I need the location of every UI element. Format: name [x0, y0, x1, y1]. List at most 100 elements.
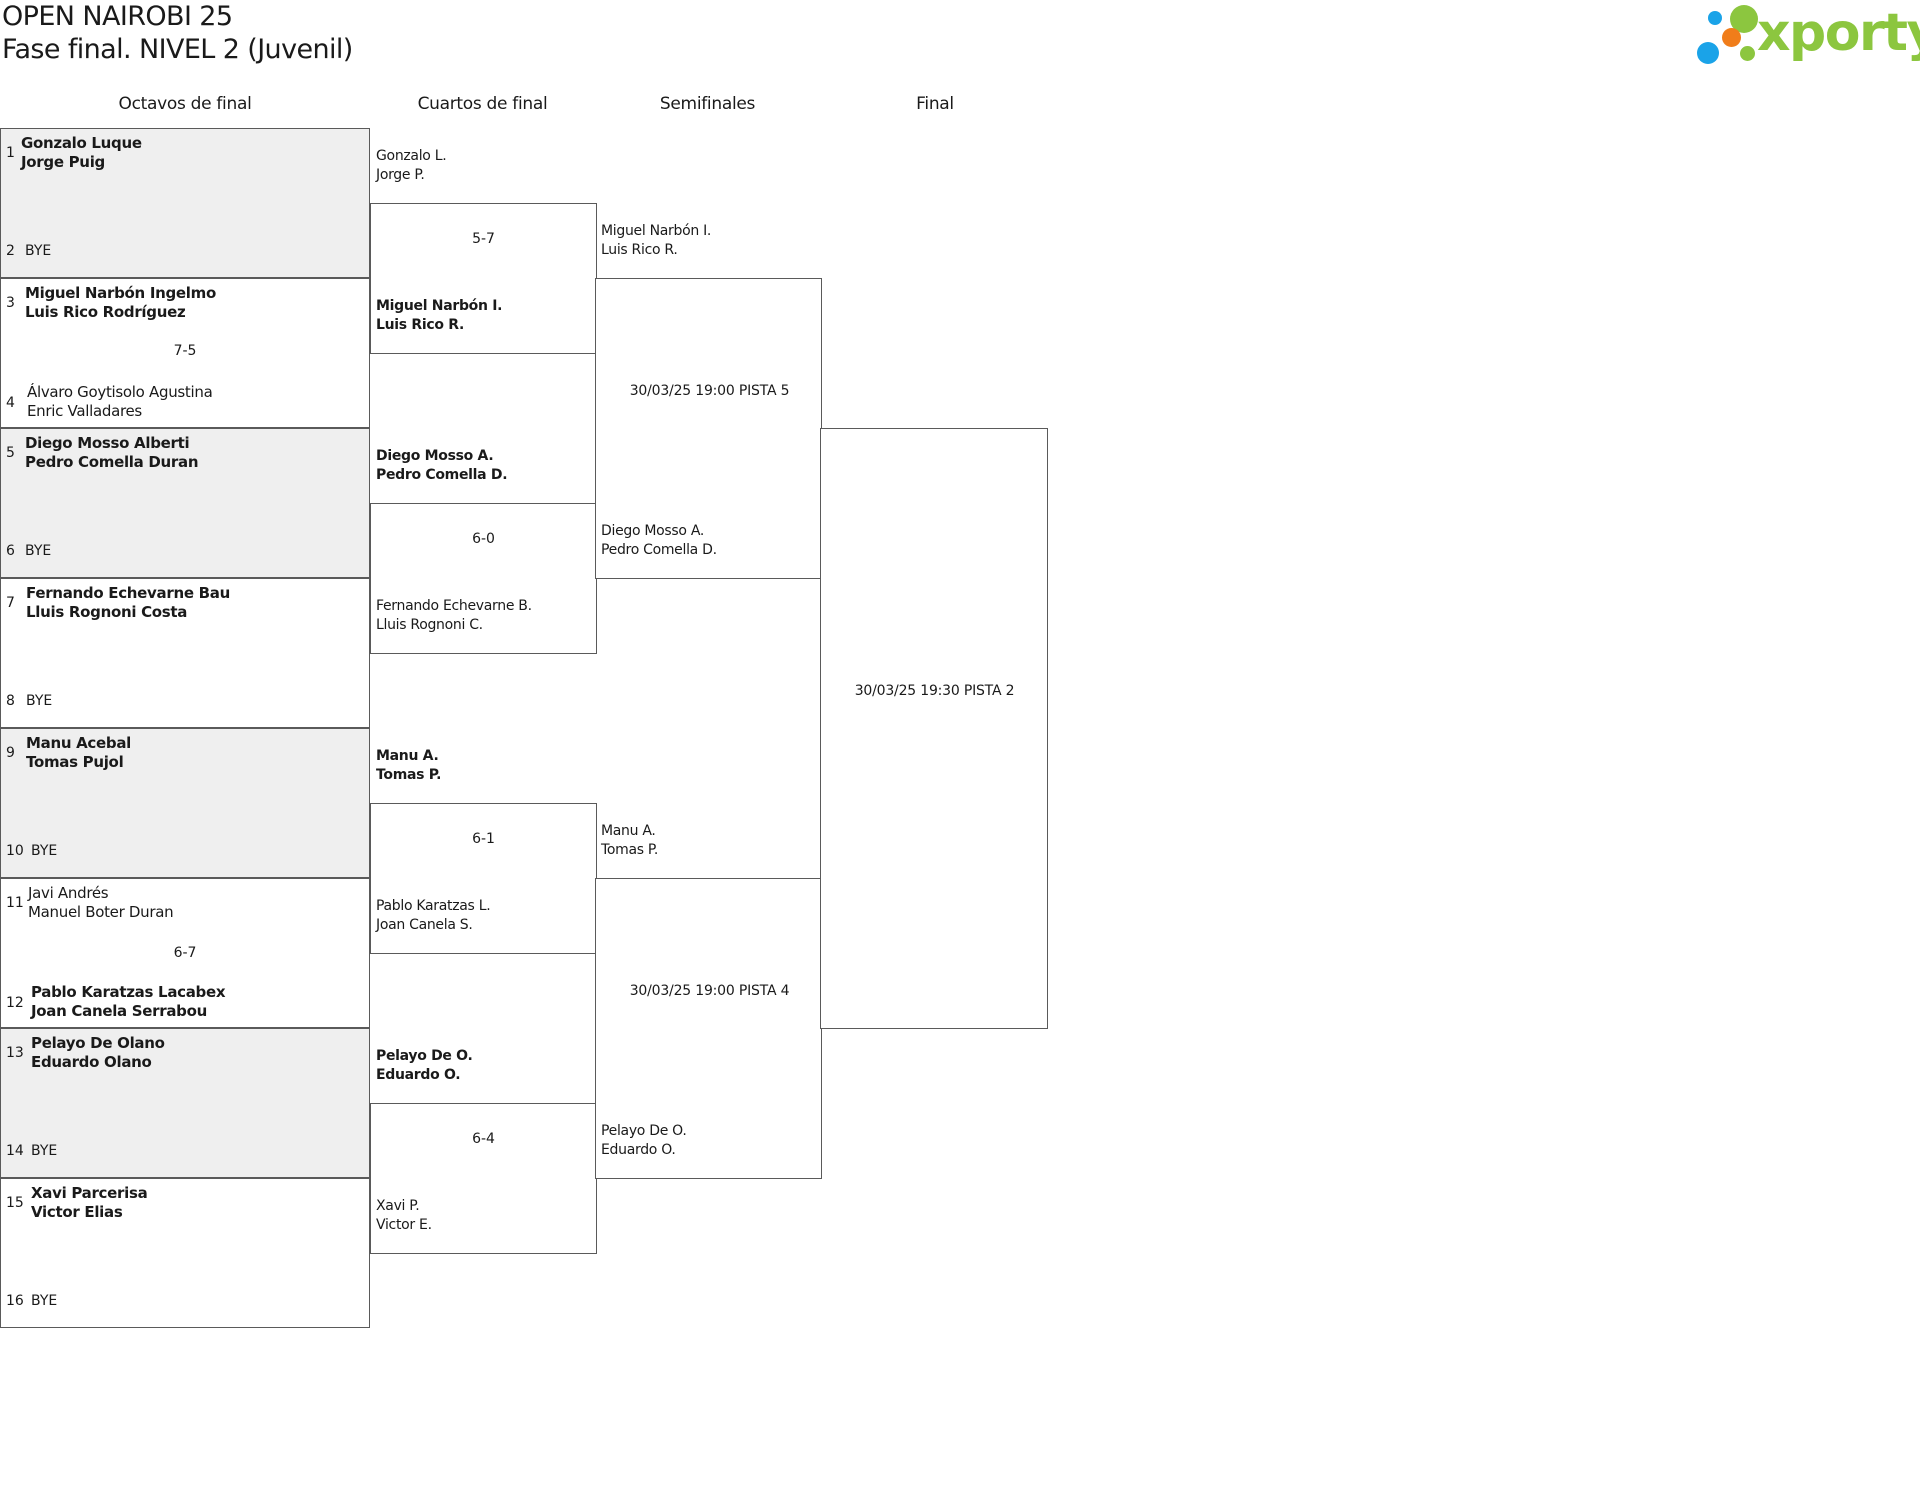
bye-label: BYE	[25, 543, 52, 559]
seed-number: 11	[6, 895, 24, 911]
seed-number: 15	[6, 1195, 24, 1211]
qf-connector-1: 5-7	[370, 203, 597, 354]
qf-4-bottom-pair: Xavi P. Victor E.	[376, 1197, 432, 1235]
seed-number: 5	[6, 445, 15, 461]
player-name: Victor E.	[376, 1217, 432, 1233]
pair-top: Xavi Parcerisa Victor Elias	[31, 1184, 148, 1222]
player-name: Javi Andrés	[28, 884, 109, 902]
match-score: 6-1	[472, 831, 495, 847]
r16-match-1: 1 Gonzalo Luque Jorge Puig 2 BYE	[0, 128, 370, 278]
pair-top: Miguel Narbón Ingelmo Luis Rico Rodrígue…	[25, 284, 216, 322]
player-name: Miguel Narbón Ingelmo	[25, 284, 216, 302]
qf-connector-3: 6-1	[370, 803, 597, 954]
player-name: Pedro Comella D.	[601, 542, 717, 558]
qf-1-top-pair: Gonzalo L. Jorge P.	[376, 147, 447, 185]
round-header-sf: Semifinales	[659, 94, 756, 114]
final-schedule: 30/03/25 19:30 PISTA 2	[854, 683, 1015, 699]
r16-match-2: 3 Miguel Narbón Ingelmo Luis Rico Rodríg…	[0, 278, 370, 428]
seed-number: 16	[6, 1293, 24, 1309]
player-name: Pedro Comella Duran	[25, 453, 199, 471]
player-name: Diego Mosso A.	[376, 448, 494, 464]
player-name: Tomas P.	[601, 842, 659, 858]
player-name: Jorge P.	[376, 167, 425, 183]
player-name: Manu Acebal	[26, 734, 132, 752]
qf-3-bottom-pair: Pablo Karatzas L. Joan Canela S.	[376, 897, 491, 935]
bye-label: BYE	[31, 843, 58, 859]
r16-match-8: 15 Xavi Parcerisa Victor Elias 16 BYE	[0, 1178, 370, 1328]
seed-number: 2	[6, 243, 15, 259]
player-name: Eduardo Olano	[31, 1053, 152, 1071]
player-name: Xavi P.	[376, 1198, 420, 1214]
bye-label: BYE	[25, 243, 52, 259]
qf-4-top-pair: Pelayo De O. Eduardo O.	[376, 1047, 473, 1085]
r16-match-5: 9 Manu Acebal Tomas Pujol 10 BYE	[0, 728, 370, 878]
sf-2-top-pair: Manu A. Tomas P.	[601, 822, 658, 860]
qf-2-top-pair: Diego Mosso A. Pedro Comella D.	[376, 447, 508, 485]
player-name: Tomas P.	[376, 767, 442, 783]
player-name: Enric Valladares	[27, 402, 142, 420]
pair-bottom: Álvaro Goytisolo Agustina Enric Valladar…	[27, 383, 213, 421]
tournament-title: OPEN NAIROBI 25	[2, 1, 233, 32]
player-name: Gonzalo L.	[376, 148, 447, 164]
xporty-logo: xporty	[1695, 0, 1920, 70]
r16-match-4: 7 Fernando Echevarne Bau Lluis Rognoni C…	[0, 578, 370, 728]
round-header-final: Final	[916, 94, 954, 114]
player-name: Fernando Echevarne Bau	[26, 584, 230, 602]
player-name: Pedro Comella D.	[376, 467, 508, 483]
player-name: Miguel Narbón I.	[376, 298, 503, 314]
round-header-r16: Octavos de final	[118, 94, 252, 114]
match-score: 6-4	[472, 1131, 495, 1147]
sf-2-bottom-pair: Pelayo De O. Eduardo O.	[601, 1122, 687, 1160]
tournament-subtitle: Fase final. NIVEL 2 (Juvenil)	[2, 34, 353, 65]
pair-top: Gonzalo Luque Jorge Puig	[21, 134, 142, 172]
qf-2-bottom-pair: Fernando Echevarne B. Lluis Rognoni C.	[376, 597, 532, 635]
player-name: Jorge Puig	[21, 153, 105, 171]
player-name: Joan Canela Serrabou	[31, 1002, 207, 1020]
logo-dot-blue-large	[1697, 42, 1719, 64]
player-name: Luis Rico R.	[376, 317, 465, 333]
match-score: 6-0	[472, 531, 495, 547]
player-name: Fernando Echevarne B.	[376, 598, 532, 614]
player-name: Miguel Narbón I.	[601, 223, 712, 239]
bye-label: BYE	[31, 1293, 58, 1309]
sf-2-schedule: 30/03/25 19:00 PISTA 4	[629, 983, 790, 999]
player-name: Álvaro Goytisolo Agustina	[27, 383, 213, 401]
sf-connector-2	[595, 878, 822, 1179]
pair-top: Javi Andrés Manuel Boter Duran	[28, 884, 174, 922]
player-name: Manu A.	[601, 823, 656, 839]
r16-match-3: 5 Diego Mosso Alberti Pedro Comella Dura…	[0, 428, 370, 578]
seed-number: 6	[6, 543, 15, 559]
logo-dot-blue-small	[1708, 11, 1722, 25]
player-name: Eduardo O.	[376, 1067, 461, 1083]
player-name: Pablo Karatzas L.	[376, 898, 491, 914]
sf-1-top-pair: Miguel Narbón I. Luis Rico R.	[601, 222, 711, 260]
pair-top: Pelayo De Olano Eduardo Olano	[31, 1034, 165, 1072]
player-name: Manu A.	[376, 748, 439, 764]
pair-top: Diego Mosso Alberti Pedro Comella Duran	[25, 434, 199, 472]
seed-number: 14	[6, 1143, 24, 1159]
player-name: Victor Elias	[31, 1203, 123, 1221]
qf-3-top-pair: Manu A. Tomas P.	[376, 747, 441, 785]
player-name: Pelayo De Olano	[31, 1034, 165, 1052]
seed-number: 13	[6, 1045, 24, 1061]
player-name: Luis Rico R.	[601, 242, 678, 258]
seed-number: 7	[6, 595, 15, 611]
player-name: Lluis Rognoni Costa	[26, 603, 188, 621]
seed-number: 12	[6, 995, 24, 1011]
seed-number: 10	[6, 843, 24, 859]
match-score: 7-5	[173, 343, 197, 359]
seed-number: 3	[6, 295, 15, 311]
bye-label: BYE	[26, 693, 53, 709]
sf-1-schedule: 30/03/25 19:00 PISTA 5	[629, 383, 790, 399]
player-name: Diego Mosso Alberti	[25, 434, 190, 452]
pair-top: Manu Acebal Tomas Pujol	[26, 734, 131, 772]
player-name: Lluis Rognoni C.	[376, 617, 483, 633]
player-name: Pelayo De O.	[601, 1123, 687, 1139]
player-name: Manuel Boter Duran	[28, 903, 174, 921]
seed-number: 1	[6, 145, 15, 161]
player-name: Pablo Karatzas Lacabex	[31, 983, 226, 1001]
match-score: 5-7	[472, 231, 495, 247]
round-header-qf: Cuartos de final	[417, 94, 548, 114]
player-name: Joan Canela S.	[376, 917, 473, 933]
sf-1-bottom-pair: Diego Mosso A. Pedro Comella D.	[601, 522, 717, 560]
